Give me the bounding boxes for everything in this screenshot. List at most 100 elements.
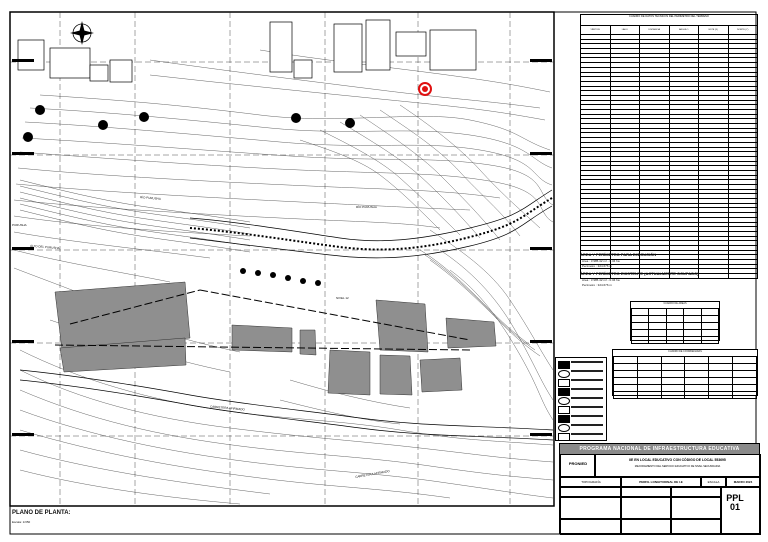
- table-row: [613, 363, 757, 371]
- table-row: [613, 356, 757, 364]
- table-cell: [665, 322, 685, 330]
- label-level: NIVEL 12: [336, 296, 349, 300]
- table-cell: [636, 363, 662, 371]
- info-cell-4: [560, 496, 622, 520]
- info-cell-6: [670, 496, 722, 520]
- table-cell: [613, 363, 638, 371]
- table-cell: [684, 384, 710, 392]
- existing-area-title: ÁREA Y PERÍMETRO EXISTENTE (ACTUALMENTE …: [580, 271, 699, 276]
- project-desc: MEJORAMIENTO DEL SERVICIO EDUCATIVO DE N…: [634, 465, 721, 468]
- legend-symbol-icon: [558, 388, 570, 396]
- plan-scale: Escala: 1/350: [12, 520, 31, 524]
- table-row: [613, 384, 757, 392]
- execution-area-title: ÁREA Y PERÍMETRO PARA EJECUCIÓN: [580, 252, 657, 257]
- table-cell: [700, 329, 720, 337]
- table-row: [630, 315, 720, 323]
- coordinates-table: CUADRO DE COORDENADAS: [612, 349, 758, 399]
- table-cell: [708, 391, 734, 399]
- legend-label: [571, 424, 603, 426]
- legend-label: [571, 406, 603, 408]
- map-frame: [9, 11, 555, 507]
- info-cell-1: [560, 486, 622, 498]
- table-cell: [683, 315, 702, 323]
- table-cell: [683, 322, 702, 330]
- legend-symbol-icon: [558, 370, 570, 378]
- legend-item: [558, 423, 604, 432]
- table-cell: [732, 377, 757, 385]
- table-row: [580, 226, 758, 232]
- table-cell: [708, 356, 734, 364]
- school-building-blocks: [54, 281, 497, 396]
- table-row: [580, 90, 758, 96]
- table-cell: [727, 273, 758, 279]
- legend-label: [571, 388, 603, 390]
- date-cell: MARZO 2024: [725, 476, 761, 488]
- coordinate-table-title: CUADRO DE DATOS TÉCNICOS DEL PERÍMETRO D…: [580, 14, 758, 25]
- title-block-header: PROGRAMA NACIONAL DE INFRAESTRUCTURA EDU…: [560, 444, 759, 454]
- table-cell: [700, 336, 720, 344]
- table-cell: [660, 377, 686, 385]
- project-title-cell: IIE EN LOCAL EDUCATIVO CON CÓDIGO DE LOC…: [594, 454, 761, 478]
- table-cell: [732, 391, 757, 399]
- table-row: [580, 151, 758, 157]
- info-cell-9: [670, 518, 722, 535]
- label-rio-2: RÍO PURUSHA: [356, 205, 377, 209]
- table-row: [630, 322, 720, 330]
- project-title: IIE EN LOCAL EDUCATIVO CON CÓDIGO DE LOC…: [629, 458, 726, 462]
- table-cell: [636, 356, 662, 364]
- table-cell: [708, 370, 734, 378]
- table-row: [580, 48, 758, 54]
- table-cell: [684, 377, 710, 385]
- execution-perimeter-value: Perímetro : 324.676 m: [582, 264, 612, 268]
- table-cell: [684, 356, 710, 364]
- label-rio-3: PURUSHA: [12, 223, 27, 227]
- table-cell: [648, 308, 667, 316]
- top-buildings: [17, 19, 477, 83]
- legend-item: [558, 378, 604, 387]
- coordinate-table-grid: VÉRTICE LADO DISTANCIA ÁNGULO ESTE (X) N…: [580, 25, 758, 279]
- info-cell-3: [670, 486, 722, 498]
- legend-label: [571, 370, 603, 372]
- coordinates-table-title: CUADRO DE COORDENADAS: [668, 350, 702, 353]
- legend-item: [558, 405, 604, 414]
- table-cell: [660, 356, 686, 364]
- coordinate-grid: [10, 12, 554, 506]
- legend-symbol-icon: [558, 397, 570, 405]
- table-cell: [660, 384, 686, 392]
- table-cell: [732, 356, 757, 364]
- col-header: LADO: [609, 25, 640, 35]
- table-cell: [630, 329, 650, 337]
- table-cell: [630, 322, 650, 330]
- sheet-type-cell: TOPOGRAFÍA: [560, 476, 622, 488]
- legend-label: [571, 397, 603, 399]
- table-cell: [665, 336, 685, 344]
- plan-title: PLANO DE PLANTA:: [12, 510, 71, 516]
- table-cell: [665, 308, 685, 316]
- table-cell: [636, 377, 662, 385]
- legend-item: [558, 387, 604, 396]
- col-header: ESTE (X): [698, 25, 729, 35]
- table-cell: [708, 384, 734, 392]
- execution-area-value: Área : 3 985.42 m² - 0.34 ha: [582, 259, 620, 263]
- sheet-name-cell: PERFIL LONGITUDINAL DE I.E: [620, 476, 702, 488]
- title-block: PROGRAMA NACIONAL DE INFRAESTRUCTURA EDU…: [559, 443, 761, 535]
- col-header: VÉRTICE: [580, 25, 611, 35]
- section-line: [54, 289, 471, 351]
- table-cell: [708, 377, 734, 385]
- table-cell: [683, 308, 702, 316]
- table-cell: [636, 391, 662, 399]
- legend-item: [558, 360, 604, 369]
- table-cell: [648, 315, 667, 323]
- org-logo-cell: PRONIED: [560, 454, 596, 478]
- legend: [555, 357, 607, 441]
- info-cell-8: [620, 518, 672, 535]
- table-cell: [660, 370, 686, 378]
- table-cell: [660, 391, 686, 399]
- scale-label: ESCALA: [707, 480, 720, 484]
- table-cell: [665, 315, 685, 323]
- table-row: [580, 71, 758, 78]
- legend-item: [558, 369, 604, 378]
- areas-table-title: CUADRO DE ÁREAS: [663, 302, 687, 305]
- river-bed: [189, 189, 553, 259]
